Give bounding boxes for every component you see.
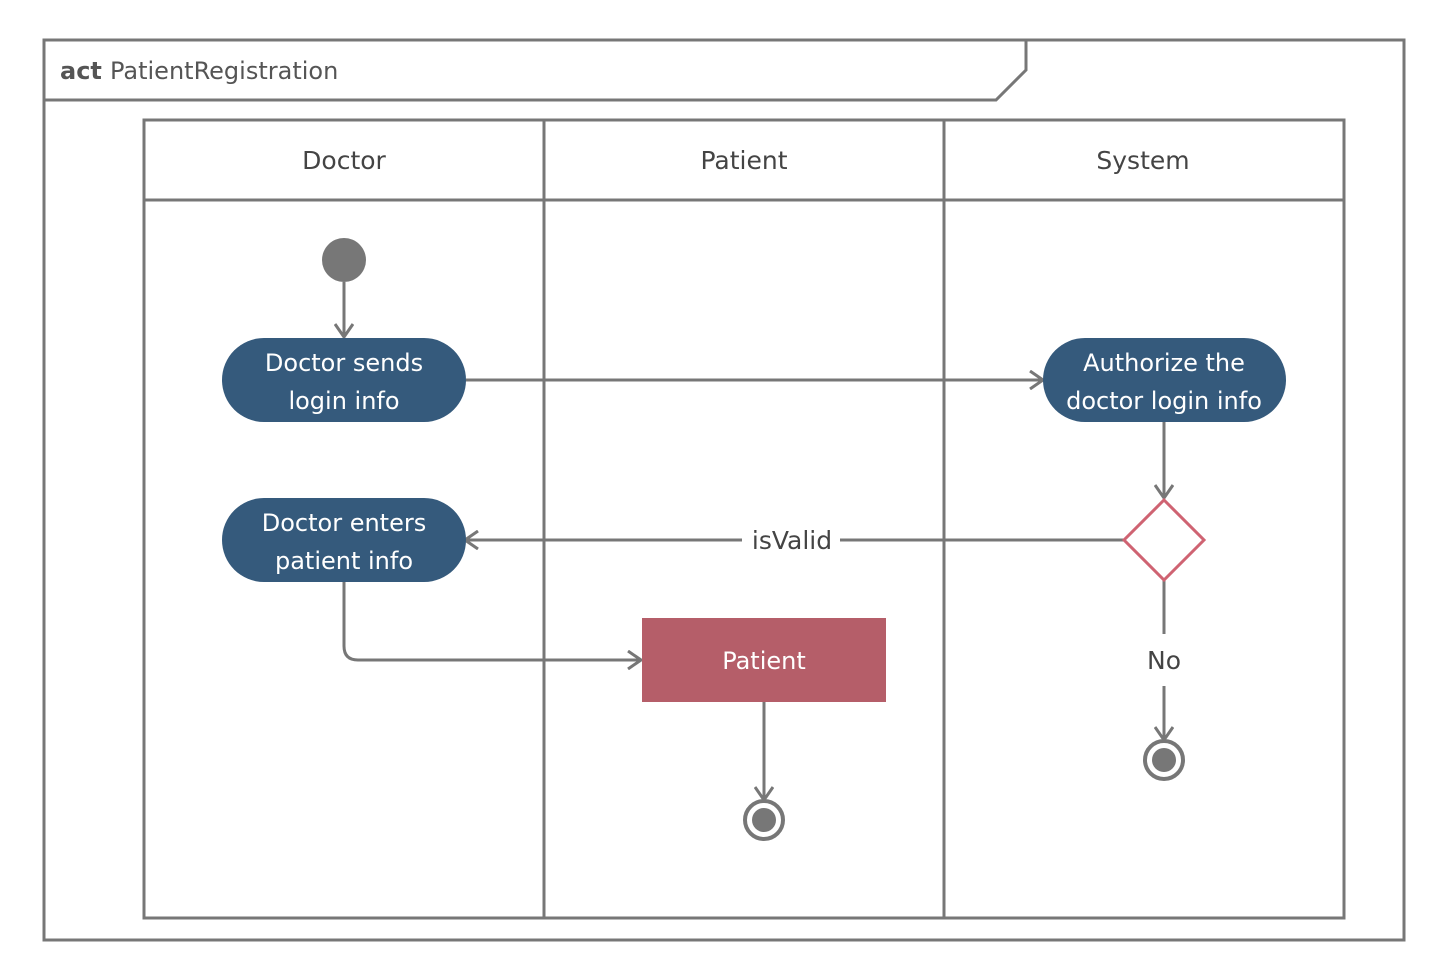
action-doctor-sends-login-line1: Doctor sends: [265, 349, 423, 377]
final-node-system: [1143, 739, 1185, 781]
frame-keyword: act: [60, 57, 102, 85]
action-authorize-login-line1: Authorize the: [1083, 349, 1245, 377]
decision-node: [1121, 497, 1207, 583]
final-node-patient-dot: [752, 808, 776, 832]
action-doctor-sends-login: Doctor sends login info: [222, 338, 466, 422]
flow-enter-to-patient-object: [342, 582, 641, 660]
action-doctor-enters-patient-shape: [222, 498, 466, 582]
action-doctor-sends-login-shape: [222, 338, 466, 422]
action-authorize-login: Authorize the doctor login info: [1043, 338, 1286, 422]
action-authorize-login-shape: [1043, 338, 1286, 422]
guard-isvalid-label: isValid: [752, 526, 832, 555]
guard-no-label: No: [1147, 646, 1181, 675]
frame-name-tab: [44, 40, 1028, 102]
object-node-patient-shape: [642, 618, 886, 702]
lane-system-label: System: [1096, 146, 1189, 175]
object-node-patient: Patient: [642, 618, 886, 702]
frame-border: [42, 38, 1406, 942]
action-authorize-login-line2: doctor login info: [1066, 387, 1262, 415]
initial-node: [322, 238, 366, 282]
lane-patient-label: Patient: [700, 146, 787, 175]
lane-doctor-label: Doctor: [302, 146, 386, 175]
final-node-patient: [743, 799, 785, 841]
swimlane-border: [142, 118, 1346, 920]
action-doctor-sends-login-line2: login info: [288, 387, 399, 415]
action-doctor-enters-patient-line2: patient info: [275, 547, 413, 575]
frame-title: PatientRegistration: [110, 57, 338, 85]
action-doctor-enters-patient: Doctor enters patient info: [222, 498, 466, 582]
action-doctor-enters-patient-line1: Doctor enters: [262, 509, 426, 537]
control-flows: [344, 282, 1164, 800]
object-node-patient-label: Patient: [722, 647, 806, 675]
swimlanes: Doctor Patient System: [142, 118, 1346, 920]
activity-frame: act PatientRegistration: [42, 38, 1406, 942]
final-node-system-dot: [1152, 748, 1176, 772]
